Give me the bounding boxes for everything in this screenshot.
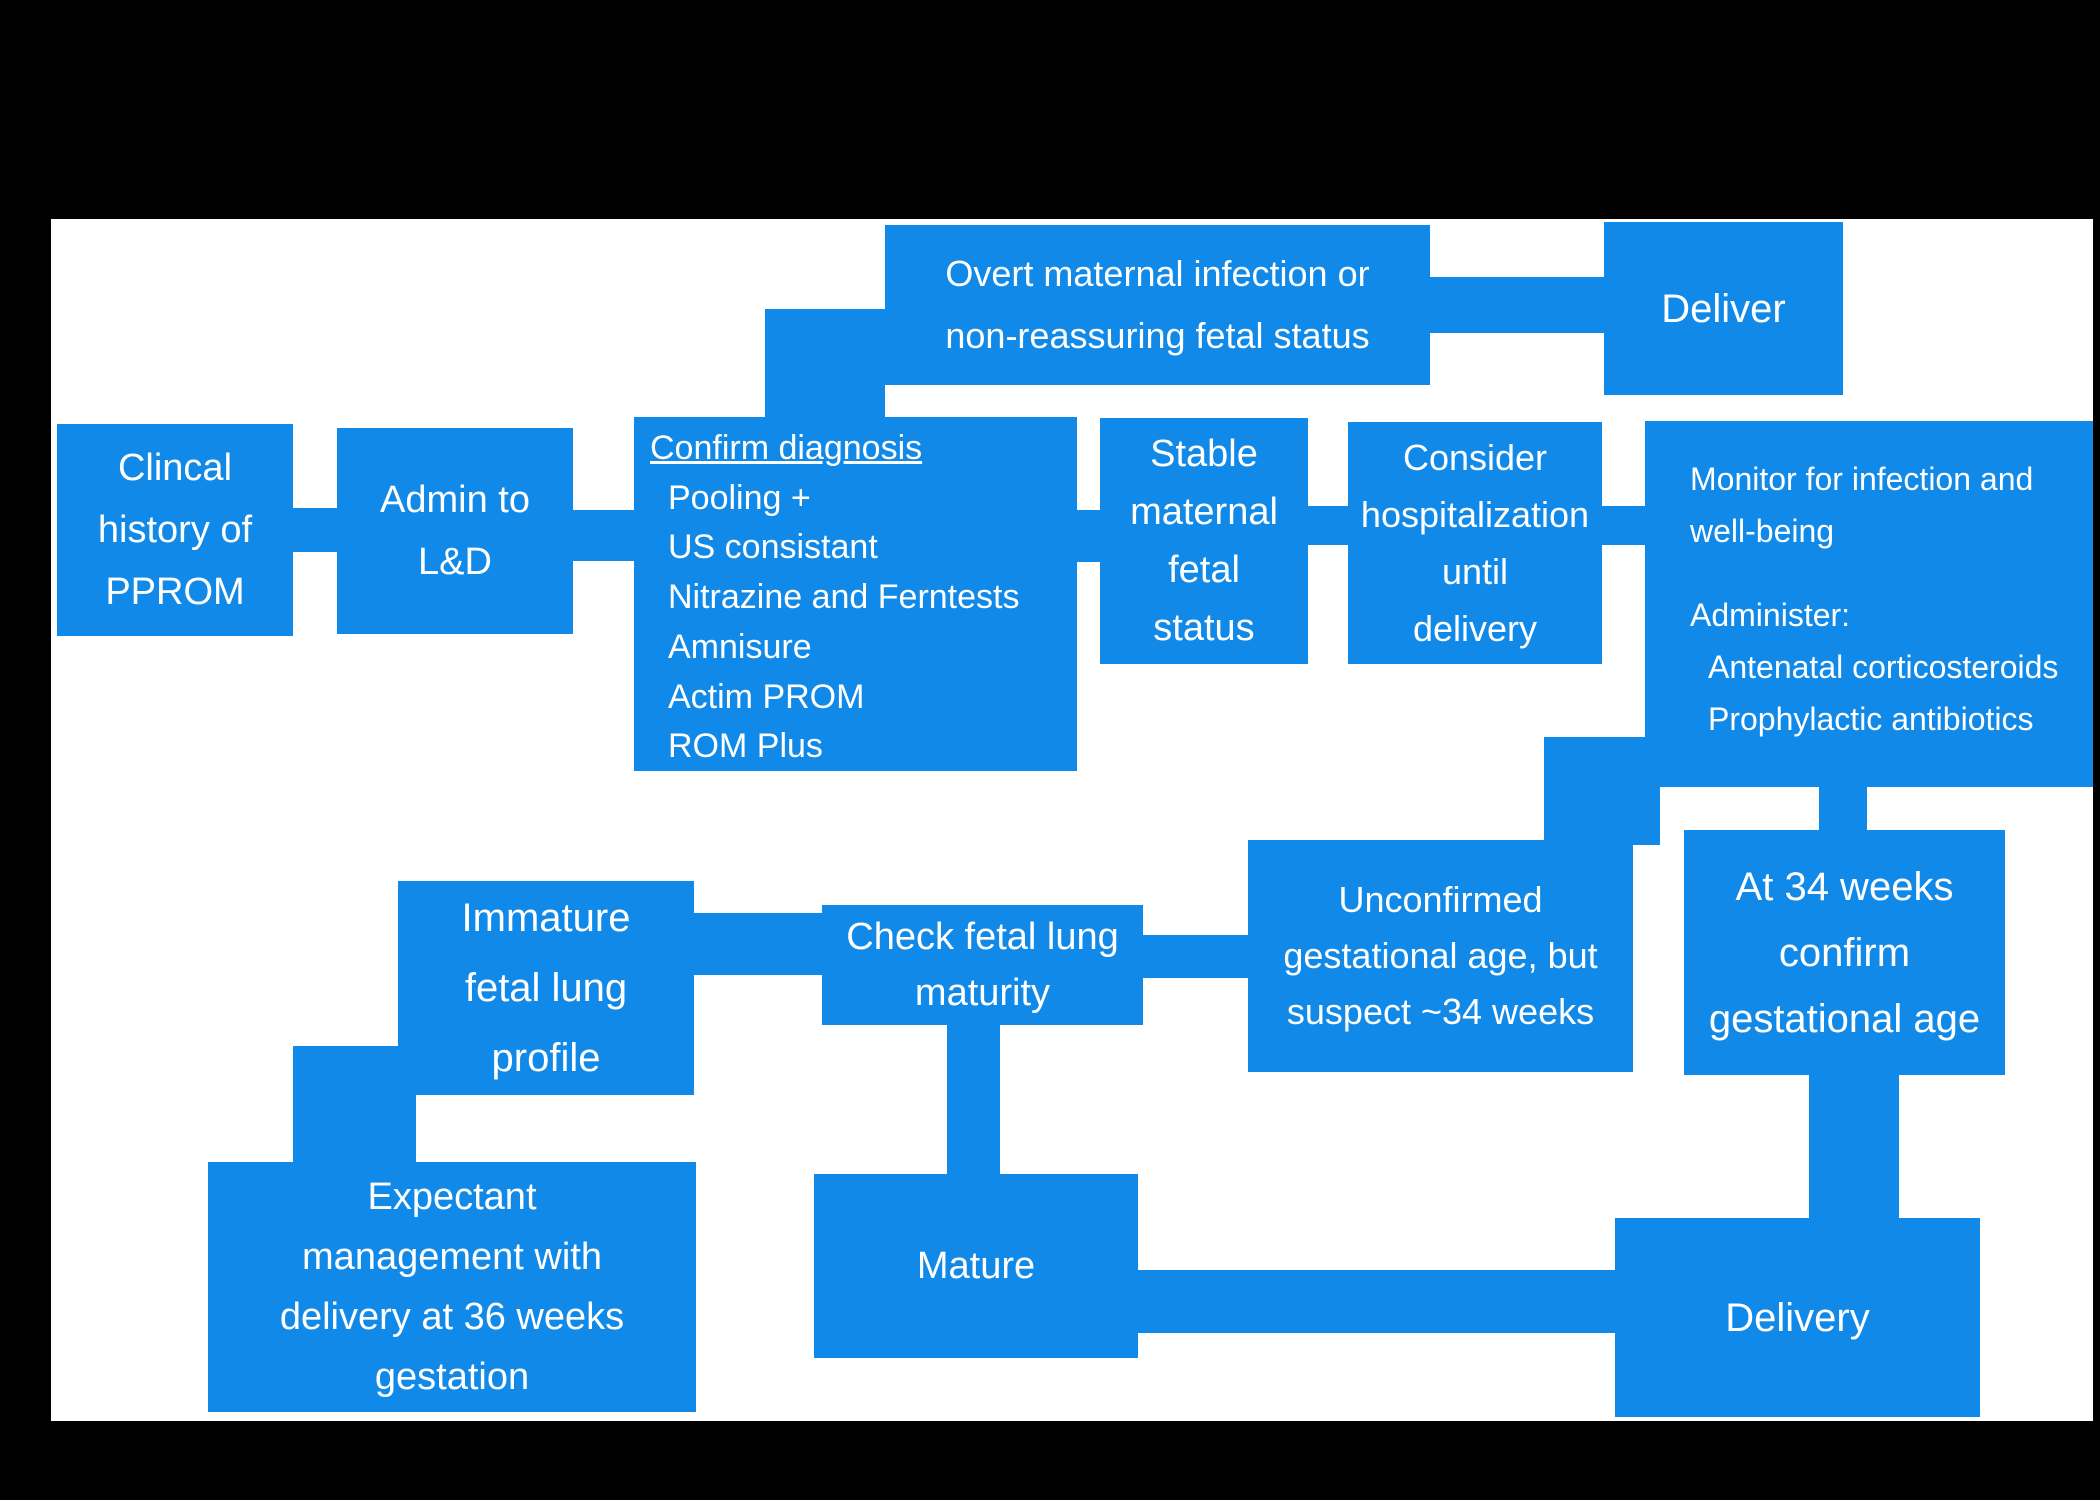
node-text-line: Immature — [461, 896, 631, 940]
node-text-line: Overt maternal infection or — [945, 253, 1370, 294]
connector-overt-to-deliver — [1430, 277, 1604, 333]
node-text-line: gestation — [374, 1356, 530, 1398]
node-text-line: management with — [302, 1236, 602, 1278]
node-text-line: L&D — [418, 541, 492, 583]
connector-stable-to-consider — [1308, 506, 1348, 545]
node-list-item: Pooling + — [668, 478, 811, 517]
node-text-line: Deliver — [1661, 286, 1786, 331]
node-text-line: delivery — [1412, 608, 1538, 649]
node-delivery: Delivery — [1615, 1218, 1980, 1417]
node-text-line: status — [1153, 607, 1255, 649]
node-list-item: Actim PROM — [668, 677, 865, 716]
node-list-item: ROM Plus — [668, 727, 823, 766]
node-text-line: non-reassuring fetal status — [945, 315, 1370, 356]
node-text-line: fetal — [1168, 549, 1240, 591]
node-mature: Mature — [814, 1174, 1138, 1358]
node-text-line: until — [1441, 551, 1509, 592]
node-text-line: Clincal — [117, 447, 233, 489]
node-unconfirmed-ga: Unconfirmed gestational age, but suspect ~… — [1248, 840, 1633, 1072]
connector-monitor-to-unconfirmed — [1544, 737, 1660, 845]
node-stable-status: Stable maternal fetal status — [1100, 418, 1308, 664]
node-immature-profile: Immature fetal lung profile — [398, 881, 694, 1095]
node-text-line: well-being — [1690, 513, 1835, 549]
node-text-line: suspect ~34 weeks — [1286, 991, 1595, 1032]
node-text-line: history of — [97, 509, 253, 551]
node-admit-ld: Admin to L&D — [337, 428, 573, 634]
node-text-line: Antenatal corticosteroids — [1708, 649, 2059, 685]
node-at-34-weeks: At 34 weeks confirm gestational age — [1684, 830, 2005, 1075]
node-overt-infection: Overt maternal infection or non-reassurin… — [885, 225, 1430, 385]
connector-immature-to-expectant — [293, 1046, 416, 1164]
node-list-item: US consistant — [668, 528, 878, 567]
node-check-lung-maturity: Check fetal lung maturity — [822, 905, 1143, 1025]
connector-immature-to-check — [694, 913, 822, 975]
node-text-line: Stable — [1150, 433, 1258, 475]
node-list-item: Amnisure — [668, 627, 812, 666]
connector-confirm-to-overt — [765, 309, 885, 417]
node-list-item: Nitrazine and Ferntests — [668, 578, 1020, 617]
node-text-line: gestational age — [1708, 996, 1981, 1041]
connector-at34-to-delivery — [1809, 1075, 1899, 1220]
node-heading: Confirm diagnosis — [650, 429, 923, 467]
node-text-line: profile — [491, 1036, 601, 1080]
node-text-line: Check fetal lung — [846, 916, 1119, 958]
node-text-line: PPROM — [105, 571, 245, 613]
connector-check-to-unconfirmed — [1143, 935, 1248, 978]
connector-admit-to-confirm — [573, 510, 634, 561]
node-text-line: maternal — [1130, 491, 1278, 533]
node-consider-hospitalization: Consider hospitalization until delivery — [1348, 422, 1602, 664]
node-text-line: confirm — [1778, 930, 1911, 975]
node-text-line: gestational age, but — [1283, 935, 1598, 976]
node-text-line: Admin to — [380, 479, 530, 521]
connector-mature-to-delivery — [1138, 1270, 1615, 1333]
node-text-line: Unconfirmed — [1338, 879, 1543, 920]
node-text-line: hospitalization — [1360, 494, 1590, 535]
node-expectant-management: Expectant management with delivery at 36 w… — [208, 1162, 696, 1412]
node-text-line: Mature — [916, 1245, 1036, 1287]
node-text-line: Administer: — [1690, 597, 1851, 633]
node-text-line: Expectant — [367, 1176, 537, 1218]
node-text-line: Monitor for infection and — [1690, 461, 2034, 497]
connector-clinical-to-admit — [293, 508, 337, 552]
node-text-line: Prophylactic antibiotics — [1708, 701, 2034, 737]
node-text-line: maturity — [914, 972, 1051, 1014]
node-clinical-history: Clincal history of PPROM — [57, 424, 293, 636]
node-text-line: At 34 weeks — [1735, 864, 1954, 909]
node-text-line: delivery at 36 weeks — [279, 1296, 625, 1338]
connector-check-to-mature — [947, 1025, 1000, 1175]
connector-confirm-to-stable — [1077, 510, 1102, 562]
node-text-line: Delivery — [1725, 1295, 1870, 1340]
node-deliver: Deliver — [1604, 222, 1843, 395]
node-text-line: fetal lung — [464, 966, 628, 1010]
connector-consider-to-monitor — [1602, 506, 1645, 545]
node-text-line: Consider — [1402, 437, 1548, 478]
